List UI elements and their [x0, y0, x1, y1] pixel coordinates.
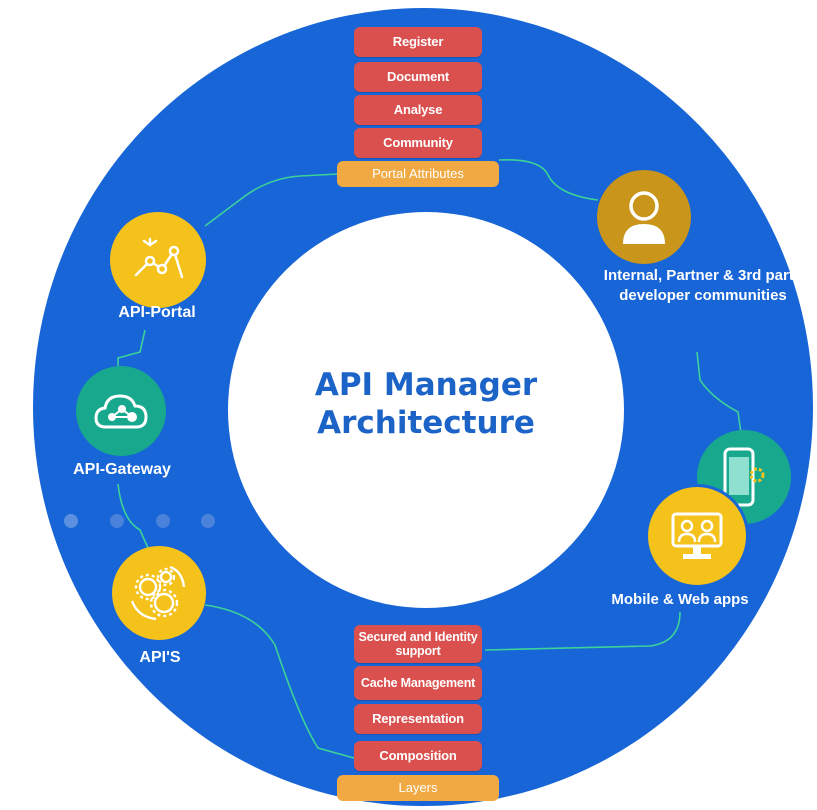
portal-attributes-tag: Portal Attributes [337, 161, 499, 187]
diagram-title: API Manager Architecture [228, 366, 624, 442]
api-portal-label: API-Portal [118, 304, 196, 321]
pager-dot-1[interactable] [64, 514, 78, 528]
link-portal-tag [204, 173, 339, 227]
web-apps-node [645, 484, 749, 588]
analytics-chart-icon [134, 237, 184, 279]
layers-tag: Layers [337, 775, 499, 801]
link-developers-mobile [696, 351, 743, 441]
developers-label: Internal, Partner & 3rd party developer … [603, 267, 803, 304]
layer-representation: Representation [354, 704, 482, 734]
portal-attr-analyse: Analyse [354, 95, 482, 125]
user-icon [623, 191, 665, 244]
link-apps-layers [484, 611, 681, 651]
link-portal-gateway [117, 329, 146, 366]
layer-composition: Composition [354, 741, 482, 771]
pager-dot-3[interactable] [156, 514, 170, 528]
developers-node [597, 170, 691, 264]
api-gateway-node [76, 366, 166, 456]
center-circle [228, 212, 624, 608]
layer-secured-identity: Secured and Identity support [354, 625, 482, 663]
web-apps-label: Mobile & Web apps [611, 591, 749, 608]
link-tag-developers [498, 158, 599, 201]
portal-attr-register: Register [354, 27, 482, 57]
apis-node [112, 546, 206, 640]
api-portal-node [110, 212, 206, 308]
pager-dot-2[interactable] [110, 514, 124, 528]
gears-icon [130, 565, 186, 621]
pager-dot-4[interactable] [201, 514, 215, 528]
title-line-2: Architecture [317, 405, 535, 441]
portal-attr-document: Document [354, 62, 482, 92]
portal-attr-community: Community [354, 128, 482, 158]
title-line-1: API Manager [314, 367, 538, 403]
api-gateway-label: API-Gateway [73, 461, 171, 478]
link-apis-composition [204, 604, 355, 759]
monitor-users-icon [671, 512, 723, 559]
layer-cache-management: Cache Management [354, 666, 482, 700]
cloud-network-icon [94, 394, 148, 429]
link-gateway-apis [117, 483, 149, 549]
apis-label: API'S [139, 649, 181, 666]
